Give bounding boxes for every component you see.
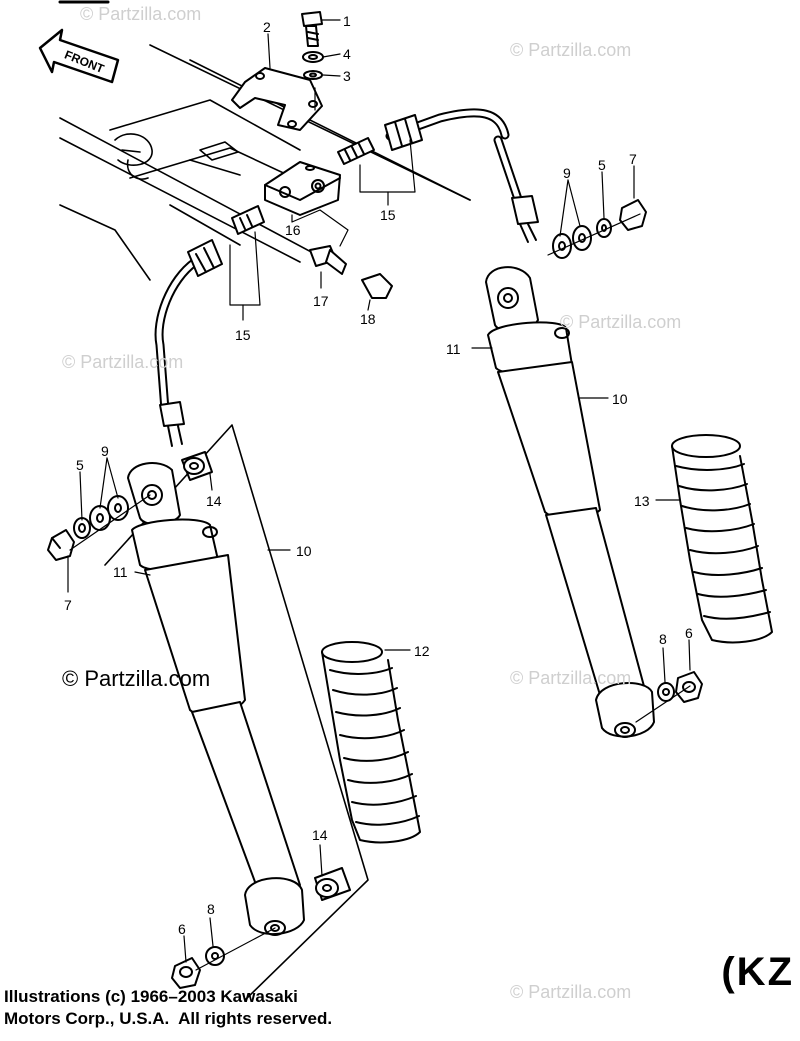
watermark: © Partzilla.com: [62, 352, 184, 372]
callout-10: 10: [612, 391, 628, 407]
bleeder-cap: [361, 273, 393, 299]
junction-block: [264, 161, 341, 216]
cap-nut: [47, 529, 75, 561]
callout-14: 14: [206, 493, 222, 509]
callout-16: 16: [285, 222, 301, 238]
brake-fitting: [337, 137, 375, 165]
collar: [181, 451, 213, 481]
washer: [552, 233, 572, 259]
nut: [171, 957, 201, 989]
callout-12: 12: [414, 643, 430, 659]
callout-10: 10: [296, 543, 312, 559]
watermark: © Partzilla.com: [510, 668, 632, 688]
callout-3: 3: [343, 68, 351, 84]
callout-6: 6: [685, 625, 693, 641]
callout-5: 5: [76, 457, 84, 473]
watermark: © Partzilla.com: [62, 666, 211, 691]
cap-nut: [619, 199, 647, 231]
callout-8: 8: [207, 901, 215, 917]
callout-15: 15: [235, 327, 251, 343]
brake-fitting: [231, 205, 265, 235]
watermark: © Partzilla.com: [510, 982, 632, 1002]
callout-1: 1: [343, 13, 351, 29]
callout-14: 14: [312, 827, 328, 843]
copyright-line-2: Motors Corp., U.S.A. All rights reserved…: [4, 1009, 333, 1028]
washer: [205, 946, 225, 966]
callout-5: 5: [598, 157, 606, 173]
dust-boot: [321, 641, 421, 844]
callout-7: 7: [629, 151, 637, 167]
callout-11: 11: [446, 341, 461, 357]
bolt: [301, 11, 323, 47]
copyright-notice: Illustrations (c) 1966–2003 Kawasaki Mot…: [4, 986, 332, 1030]
watermark: © Partzilla.com: [510, 40, 632, 60]
washer: [302, 51, 324, 63]
model-code: (KZ: [721, 950, 794, 994]
dust-boot: [671, 434, 773, 644]
washer: [572, 225, 592, 251]
left-shock-absorber: [127, 462, 305, 936]
callout-13: 13: [634, 493, 650, 509]
callout-9: 9: [563, 165, 571, 181]
brake-hose: [154, 239, 223, 447]
callout-4: 4: [343, 46, 351, 62]
washer: [657, 682, 675, 702]
callout-7: 7: [64, 597, 72, 613]
front-arrow-icon: FRONT: [38, 28, 120, 84]
copyright-line-1: Illustrations (c) 1966–2003 Kawasaki: [4, 987, 298, 1006]
callout-9: 9: [101, 443, 109, 459]
callout-18: 18: [360, 311, 376, 327]
right-shock-absorber: [485, 266, 655, 738]
collar: [314, 867, 351, 901]
washer: [303, 70, 323, 80]
brake-hose: [384, 108, 539, 243]
bleed-valve: [309, 245, 347, 275]
callout-17: 17: [313, 293, 329, 309]
washer: [596, 218, 612, 238]
washer: [89, 505, 111, 531]
callout-6: 6: [178, 921, 186, 937]
washer: [73, 517, 91, 539]
callout-15: 15: [380, 207, 396, 223]
callout-8: 8: [659, 631, 667, 647]
watermark: © Partzilla.com: [80, 4, 202, 24]
callout-2: 2: [263, 19, 271, 35]
callout-11: 11: [113, 564, 128, 580]
bracket: [231, 67, 323, 131]
leader-lines: [67, 19, 691, 963]
watermark: © Partzilla.com: [560, 312, 682, 332]
